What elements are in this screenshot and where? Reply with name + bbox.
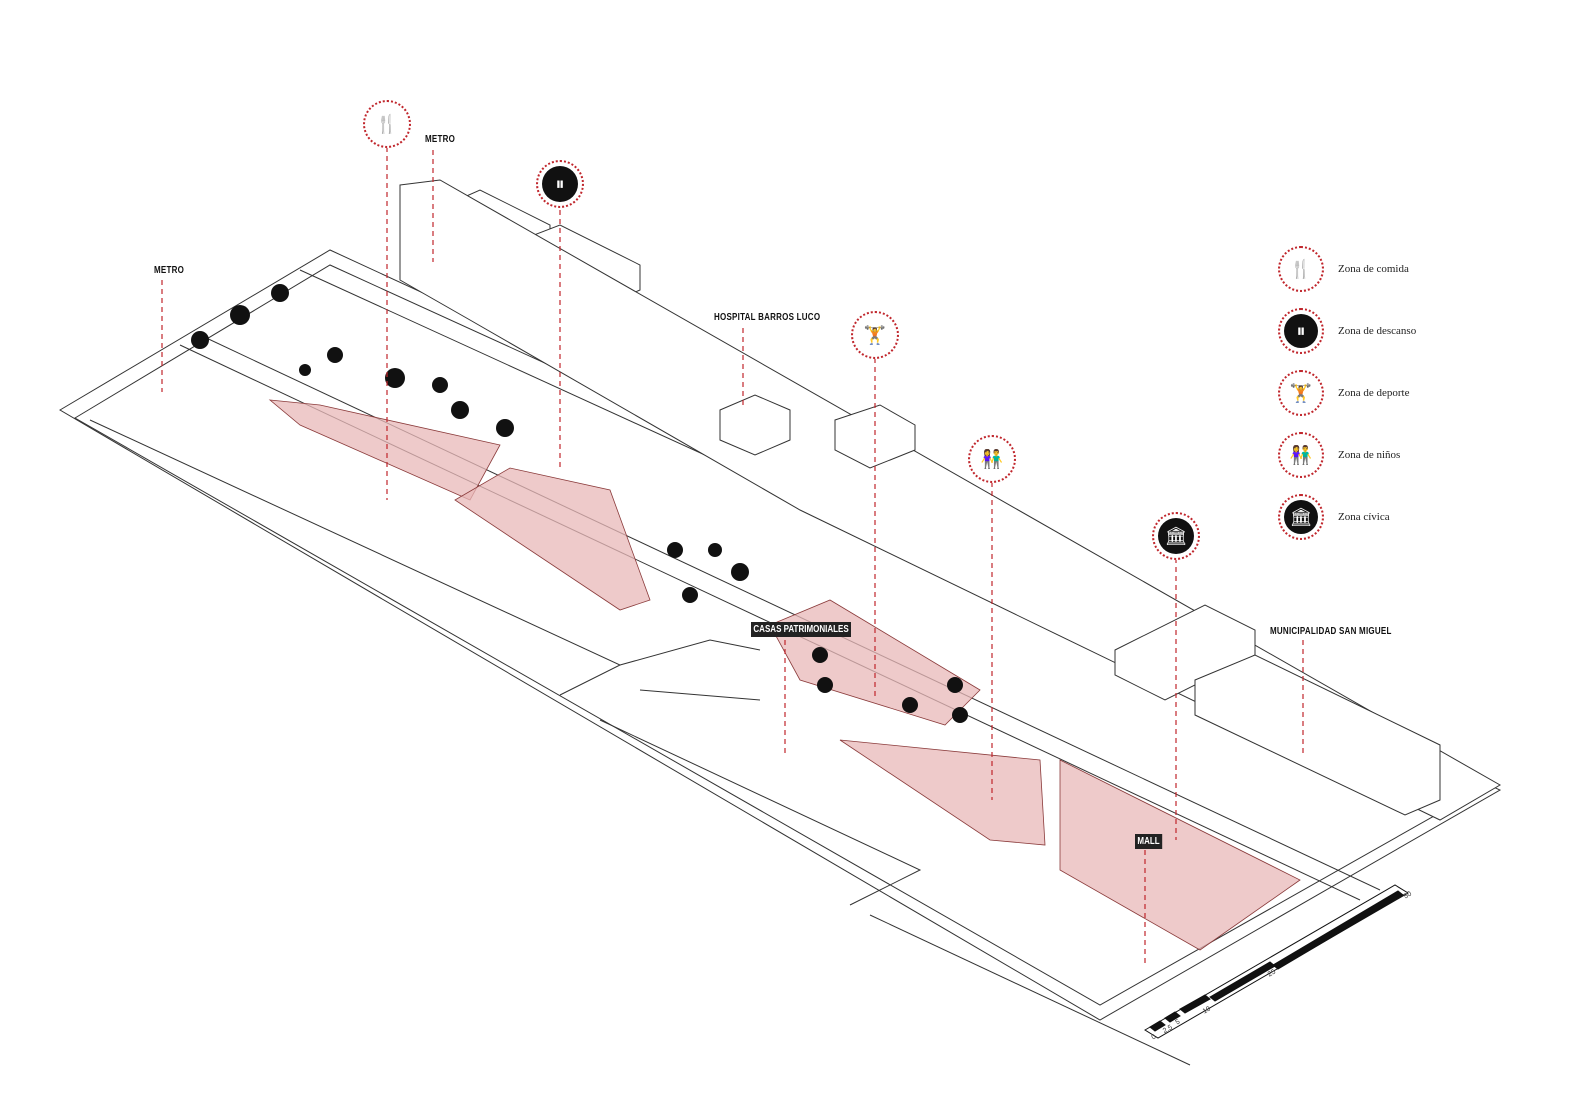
- pin-ninos: 👫: [968, 435, 1016, 483]
- weightlifter-icon: 🏋: [1284, 376, 1318, 410]
- red-leader-lines: [161, 147, 1304, 965]
- legend: 🍴 Zona de comida ⏸ Zona de descanso 🏋 Zona …: [1278, 238, 1416, 548]
- weightlifter-icon: 🏋: [857, 317, 893, 353]
- legend-label: Zona cívica: [1338, 511, 1390, 523]
- civic-building-icon: 🏛: [1284, 500, 1318, 534]
- label-hospital: HOSPITAL BARROS LUCO: [714, 312, 821, 323]
- legend-item: ⏸ Zona de descanso: [1278, 300, 1416, 362]
- children-icon: 👫: [1284, 438, 1318, 472]
- label-casas-patrimoniales: CASAS PATRIMONIALES: [751, 622, 852, 637]
- label-metro-top: METRO: [425, 134, 456, 145]
- label-metro-left: METRO: [154, 265, 185, 276]
- legend-label: Zona de descanso: [1338, 325, 1417, 337]
- pin-comida: 🍴: [363, 100, 411, 148]
- label-municipalidad: MUNICIPALIDAD SAN MIGUEL: [1270, 626, 1392, 637]
- legend-item: 👫 Zona de niños: [1278, 424, 1416, 486]
- pause-icon: ⏸: [1284, 314, 1318, 348]
- children-icon: 👫: [974, 441, 1010, 477]
- cutlery-icon: 🍴: [369, 106, 405, 142]
- trees: [191, 284, 968, 723]
- cutlery-icon: 🍴: [1284, 252, 1318, 286]
- pin-civica: 🏛: [1152, 512, 1200, 560]
- legend-pin: 🍴: [1278, 246, 1324, 292]
- buildings: [399, 179, 1502, 821]
- pause-icon: ⏸: [542, 166, 578, 202]
- zone-ninos: [839, 739, 1046, 846]
- legend-pin: 👫: [1278, 432, 1324, 478]
- legend-label: Zona de niños: [1338, 449, 1401, 461]
- zone-civica: [1059, 759, 1301, 951]
- civic-building-icon: 🏛: [1158, 518, 1194, 554]
- pin-descanso: ⏸: [536, 160, 584, 208]
- legend-pin: 🏛: [1278, 494, 1324, 540]
- label-mall: MALL: [1135, 834, 1163, 849]
- legend-pin: ⏸: [1278, 308, 1324, 354]
- legend-item: 🏛 Zona cívica: [1278, 486, 1416, 548]
- legend-item: 🍴 Zona de comida: [1278, 238, 1416, 300]
- zone-descanso: [454, 467, 651, 611]
- legend-label: Zona de comida: [1338, 263, 1409, 275]
- legend-item: 🏋 Zona de deporte: [1278, 362, 1416, 424]
- zone-comida: [268, 399, 501, 501]
- legend-pin: 🏋: [1278, 370, 1324, 416]
- scale-bar: [1144, 884, 1409, 1039]
- legend-label: Zona de deporte: [1338, 387, 1410, 399]
- pin-deporte: 🏋: [851, 311, 899, 359]
